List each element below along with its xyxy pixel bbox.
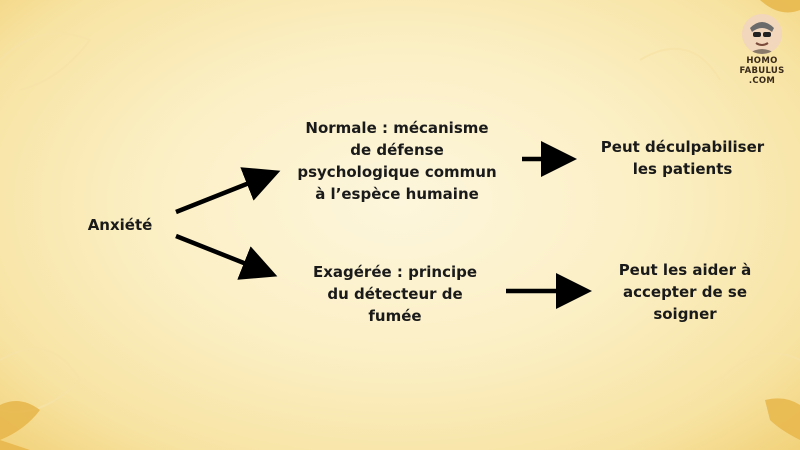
text-line: Normale : mécanisme [305, 119, 489, 137]
node-consequence-accept-care: Peut les aider à accepter de se soigner [605, 259, 765, 325]
text-line: Exagérée : principe [312, 263, 478, 281]
text-line: soigner [653, 305, 717, 323]
text-line: Peut déculpabiliser [600, 138, 765, 156]
logo-portrait-icon [742, 14, 782, 54]
text-line: .COM [748, 76, 776, 86]
node-exaggerated-anxiety: Exagérée : principe du détecteur de fumée [305, 261, 485, 327]
text-line: de défense [350, 141, 444, 159]
text-line: HOMO [746, 56, 778, 66]
arrow-root-to-exaggerated [175, 233, 278, 280]
text-line: psychologique commun [297, 163, 497, 181]
arrow-root-to-normal [175, 167, 281, 215]
text-line: Peut les aider à [618, 261, 752, 279]
text-line: fumée [368, 307, 422, 325]
node-consequence-guilt-relief: Peut déculpabiliser les patients [595, 136, 770, 180]
text-line: Anxiété [87, 216, 153, 234]
text-line: accepter de se [622, 283, 747, 301]
text-line: FABULUS [739, 66, 785, 76]
text-line: du détecteur de [327, 285, 463, 303]
node-normal-anxiety: Normale : mécanisme de défense psychologiq… [292, 117, 502, 205]
node-anxiety: Anxiété [70, 214, 170, 236]
text-line: les patients [632, 160, 733, 178]
text-line: à l’espèce humaine [315, 185, 479, 203]
